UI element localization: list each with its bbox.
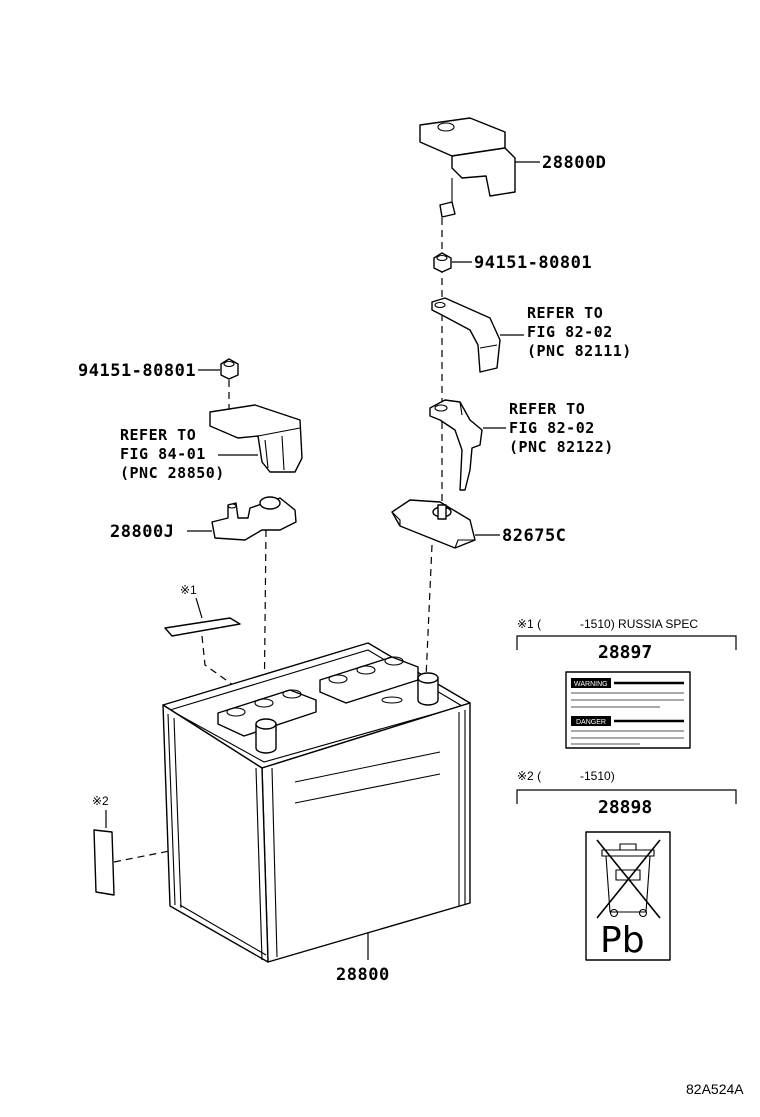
label-nut-left[interactable]: 94151-80801 bbox=[78, 361, 196, 381]
note2-mark: ※2 ( bbox=[517, 769, 541, 783]
refer3-line1[interactable]: REFER TO bbox=[120, 426, 196, 444]
refer2-line1[interactable]: REFER TO bbox=[509, 400, 585, 418]
marker-1: ※1 bbox=[180, 583, 197, 597]
nut-left-part[interactable] bbox=[220, 358, 239, 380]
lead-symbol-text: Pb bbox=[600, 920, 645, 961]
dash-sticker-1 bbox=[201, 635, 241, 691]
note2-bracket bbox=[516, 789, 737, 804]
label-cover[interactable]: 28800D bbox=[542, 153, 606, 173]
refer3-line2[interactable]: FIG 84-01 bbox=[120, 445, 206, 463]
refer1-line1[interactable]: REFER TO bbox=[527, 304, 603, 322]
note2-range: -1510) bbox=[580, 769, 615, 783]
refer3-line3[interactable]: (PNC 28850) bbox=[120, 464, 225, 482]
caution-word-1: WARNING bbox=[574, 681, 608, 688]
terminal-cover-part[interactable] bbox=[419, 117, 516, 218]
caution-word-2: DANGER bbox=[576, 719, 606, 726]
marker-2: ※2 bbox=[92, 794, 109, 808]
label-battery[interactable]: 28800 bbox=[336, 965, 390, 985]
recycle-label-graphic[interactable]: Pb bbox=[585, 831, 671, 961]
battery-part[interactable] bbox=[162, 642, 471, 963]
note2-part-no[interactable]: 28898 bbox=[598, 797, 652, 818]
sticker-2-part[interactable] bbox=[93, 829, 115, 896]
sticker-1-part[interactable] bbox=[164, 617, 241, 637]
figure-code: 82A524A bbox=[686, 1081, 744, 1097]
battery-clamp-part[interactable] bbox=[211, 496, 297, 541]
refer2-line3[interactable]: (PNC 82122) bbox=[509, 438, 614, 456]
nut-top-part[interactable] bbox=[433, 252, 452, 273]
note1-part-no[interactable]: 28897 bbox=[598, 642, 652, 663]
leader-marker-1 bbox=[195, 597, 203, 619]
refer1-line3[interactable]: (PNC 82111) bbox=[527, 342, 632, 360]
note1-range: -1510) RUSSIA SPEC bbox=[580, 617, 698, 631]
label-nut-top[interactable]: 94151-80801 bbox=[474, 253, 592, 273]
cable-terminal-1-part[interactable] bbox=[431, 297, 501, 373]
dash-sensor-battery bbox=[425, 544, 433, 679]
refer2-line2[interactable]: FIG 82-02 bbox=[509, 419, 595, 437]
caution-label-graphic[interactable]: WARNING DANGER bbox=[565, 671, 691, 749]
label-clamp[interactable]: 28800J bbox=[110, 522, 174, 542]
refer1-line2[interactable]: FIG 82-02 bbox=[527, 323, 613, 341]
note1-mark: ※1 ( bbox=[517, 617, 541, 631]
note1-bracket bbox=[516, 635, 737, 650]
fusible-link-block-part[interactable] bbox=[209, 404, 303, 473]
label-sensor[interactable]: 82675C bbox=[502, 526, 566, 546]
current-sensor-part[interactable] bbox=[391, 499, 476, 549]
cable-terminal-2-part[interactable] bbox=[429, 399, 483, 491]
